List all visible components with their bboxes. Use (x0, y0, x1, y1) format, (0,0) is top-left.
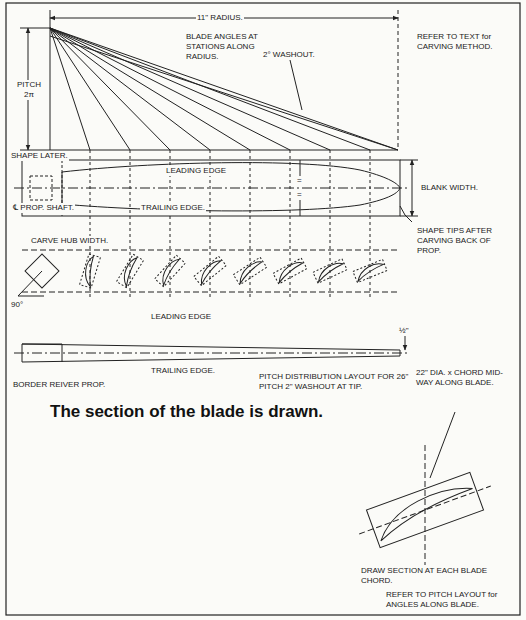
hub-line (62, 344, 63, 362)
leader-line (430, 412, 455, 478)
drawing-note: LEADING EDGE (150, 312, 212, 322)
drawing-note: ½" (398, 326, 410, 336)
drawing-note: SHAPE LATER. (10, 151, 69, 161)
station-angle-line (50, 28, 370, 150)
drawing-note: REFER TO PITCH LAYOUT for ANGLES ALONG B… (385, 590, 517, 610)
extension-line (50, 10, 51, 28)
drawing-note: PITCH DISTRIBUTION LAYOUT FOR 26" PITCH … (258, 372, 410, 392)
station-line (290, 150, 291, 300)
blade-section (155, 255, 185, 287)
extension-line (400, 216, 418, 217)
drawing-note: BLANK WIDTH. (420, 183, 512, 193)
tip-leader (400, 206, 412, 222)
blade-outline (62, 163, 400, 211)
blade-section (233, 257, 266, 285)
section-axis (425, 445, 426, 565)
drawing-note: PITCH 2π (13, 80, 45, 100)
station-line (370, 150, 371, 300)
drawing-note: = (296, 190, 303, 200)
hub-edge (22, 344, 62, 345)
station-angle-line (50, 28, 130, 150)
drawing-note: CARVE HUB WIDTH. (30, 236, 109, 246)
drawing-note: LEADING EDGE (165, 166, 227, 176)
drawing-note: SHAPE TIPS AFTER CARVING BACK OF PROP. (416, 226, 513, 256)
side-centreline (14, 353, 410, 354)
shaft-centreline (14, 188, 410, 189)
dimension-line (412, 160, 413, 216)
drawing-note: REFER TO TEXT for CARVING METHOD. (416, 32, 513, 52)
station-line (130, 150, 131, 300)
blade-section (353, 259, 387, 282)
section-guide (22, 292, 400, 293)
drawing-note: 90° (10, 300, 24, 310)
pitch-line (50, 28, 398, 150)
leader-line (290, 60, 302, 110)
section-guide (22, 250, 400, 251)
blade-section (313, 259, 347, 283)
extension-line (398, 10, 399, 150)
blade-section (117, 254, 144, 288)
blade-section (80, 254, 101, 288)
drawing-note: ℄ PROP. SHAFT. (12, 203, 75, 213)
angle-lines (18, 271, 44, 296)
drawing-note: 2° WASHOUT. (262, 50, 316, 60)
sheet-frame (6, 3, 520, 615)
station-line (330, 150, 331, 300)
drawing-note: DRAW SECTION AT EACH BLADE CHORD. (360, 566, 502, 586)
drawing-note: 11" RADIUS. (196, 13, 244, 23)
drawing-note: = (296, 176, 303, 186)
caption: The section of the blade is drawn. (48, 402, 325, 422)
station-angle-line (50, 28, 290, 150)
station-line (250, 150, 251, 300)
extension-line (400, 160, 418, 161)
drawing-note: BORDER REIVER PROP. (12, 380, 106, 390)
drawing-note: TRAILING EDGE. (150, 366, 216, 376)
dimension-line (405, 336, 406, 350)
equal-ticks (300, 160, 301, 216)
extension-line (20, 28, 50, 29)
blade-section (273, 258, 307, 284)
station-angle-line (50, 28, 90, 150)
pitch-axis (50, 28, 51, 150)
drawing-note: 22" DIA. x CHORD MID-WAY ALONG BLADE. (415, 368, 517, 388)
station-angle-line (50, 28, 170, 150)
hub-block (30, 176, 52, 200)
drawing-note: TRAILING EDGE. (140, 203, 206, 213)
blade-section (194, 256, 226, 286)
station-angle-line (50, 28, 330, 150)
